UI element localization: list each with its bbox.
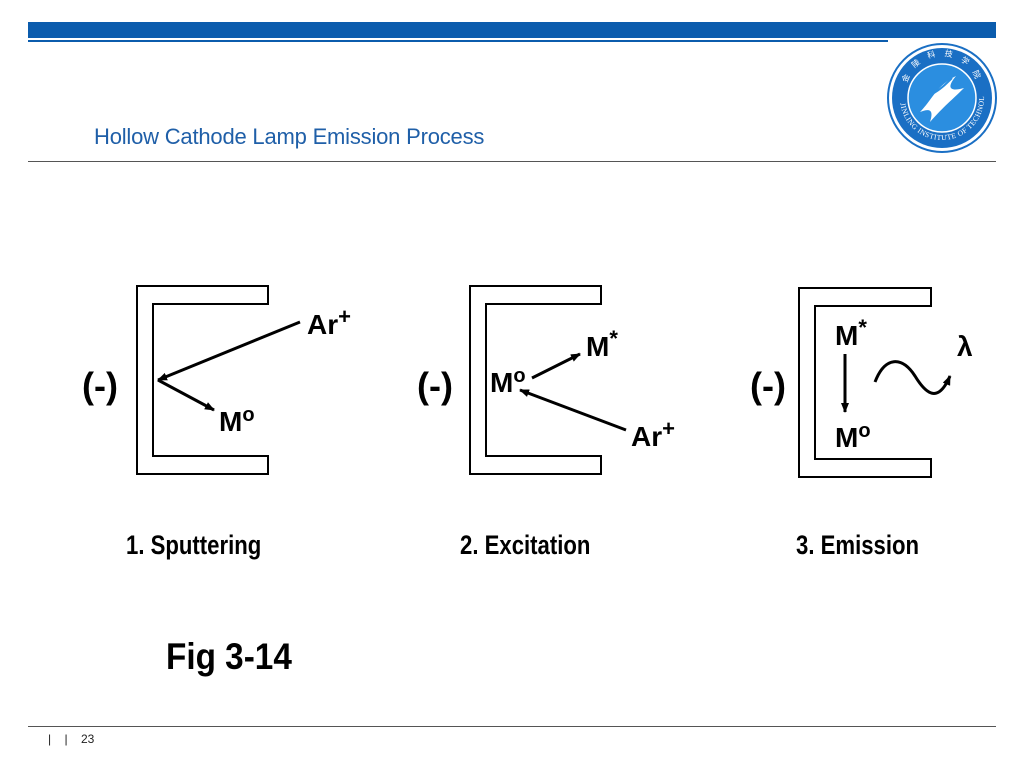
hollow-cathode-cup <box>136 285 269 475</box>
excited-atom-label: M* <box>835 315 867 351</box>
caption-emission: 3. Emission <box>796 530 920 560</box>
panel-excitation: (-) Mo M* Ar+ <box>417 285 675 475</box>
ground-atom-label: Mo <box>219 404 255 437</box>
figure-label: Fig 3-14 <box>166 636 292 677</box>
ground-atom-label: Mo <box>490 365 526 398</box>
excitation-arrow <box>531 352 581 380</box>
argon-ion-arrow <box>157 320 301 382</box>
footer-separator: | <box>48 732 52 746</box>
page-number: 23 <box>80 732 95 746</box>
footer-divider <box>28 726 996 727</box>
title-divider <box>28 161 996 162</box>
footer-separator: | <box>64 732 68 746</box>
header-bar-thick <box>28 22 996 38</box>
sputtered-atom-arrow <box>157 378 215 412</box>
photon-wave <box>873 360 952 395</box>
hollow-cathode-cup <box>469 285 602 475</box>
excited-atom-label: M* <box>586 326 618 362</box>
caption-excitation: 2. Excitation <box>460 530 591 560</box>
argon-ion-label: Ar+ <box>307 304 351 340</box>
panel-sputtering: (-) Ar+ Mo <box>82 285 351 475</box>
header-bar-thin <box>28 40 888 42</box>
ground-atom-label: Mo <box>835 420 871 453</box>
argon-ion-label: Ar+ <box>631 416 675 452</box>
caption-sputtering: 1. Sputtering <box>126 530 262 560</box>
panel-emission: (-) M* Mo λ <box>750 287 973 478</box>
slide-title: Hollow Cathode Lamp Emission Process <box>94 124 485 149</box>
wavelength-symbol: λ <box>957 331 973 362</box>
cathode-charge-label: (-) <box>750 365 786 406</box>
hollow-cathode-cup <box>798 287 932 478</box>
cathode-charge-label: (-) <box>417 365 453 406</box>
argon-collision-arrow <box>519 388 627 432</box>
cathode-charge-label: (-) <box>82 365 118 406</box>
jinling-logo: JINLING INSTITUTE OF TECHNOLOGY 金 陵 科 技 … <box>886 42 997 153</box>
slide-footer: | | 23 <box>48 732 104 746</box>
